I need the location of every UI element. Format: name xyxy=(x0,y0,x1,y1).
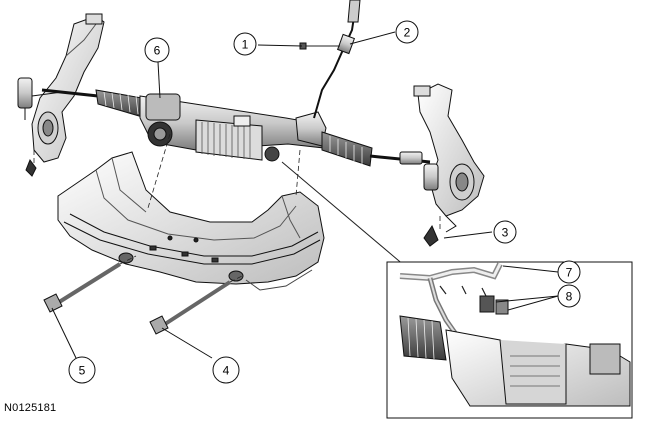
callout-6-label: 6 xyxy=(154,44,161,58)
front-subframe xyxy=(57,151,325,291)
figure-id: N0125181 xyxy=(4,402,57,414)
callout-4-label: 4 xyxy=(223,364,230,378)
callout-4: 4 xyxy=(212,356,240,384)
callout-7: 7 xyxy=(557,260,581,284)
callout-6: 6 xyxy=(144,37,170,63)
callout-3: 3 xyxy=(493,220,517,244)
callout-1: 1 xyxy=(233,32,257,56)
callout-2-label: 2 xyxy=(404,26,411,40)
detail-leader-line xyxy=(281,161,406,267)
callout-8-label: 8 xyxy=(566,290,573,304)
left-steering-knuckle xyxy=(17,13,105,177)
callout-8: 8 xyxy=(557,284,581,308)
detail-inset xyxy=(386,261,633,419)
callout-2: 2 xyxy=(395,20,419,44)
callout-leaders xyxy=(51,31,559,359)
steering-gear-assembly xyxy=(41,0,431,167)
callout-3-label: 3 xyxy=(502,226,509,240)
right-steering-knuckle xyxy=(413,83,485,247)
callout-5: 5 xyxy=(68,356,96,384)
detail-wiring-harness xyxy=(399,262,631,407)
callout-1-label: 1 xyxy=(242,38,249,52)
bolt-5 xyxy=(43,262,122,313)
callout-7-label: 7 xyxy=(566,266,573,280)
nut-4 xyxy=(149,280,232,335)
exploded-view-dashes xyxy=(33,133,441,283)
callout-5-label: 5 xyxy=(79,364,86,378)
